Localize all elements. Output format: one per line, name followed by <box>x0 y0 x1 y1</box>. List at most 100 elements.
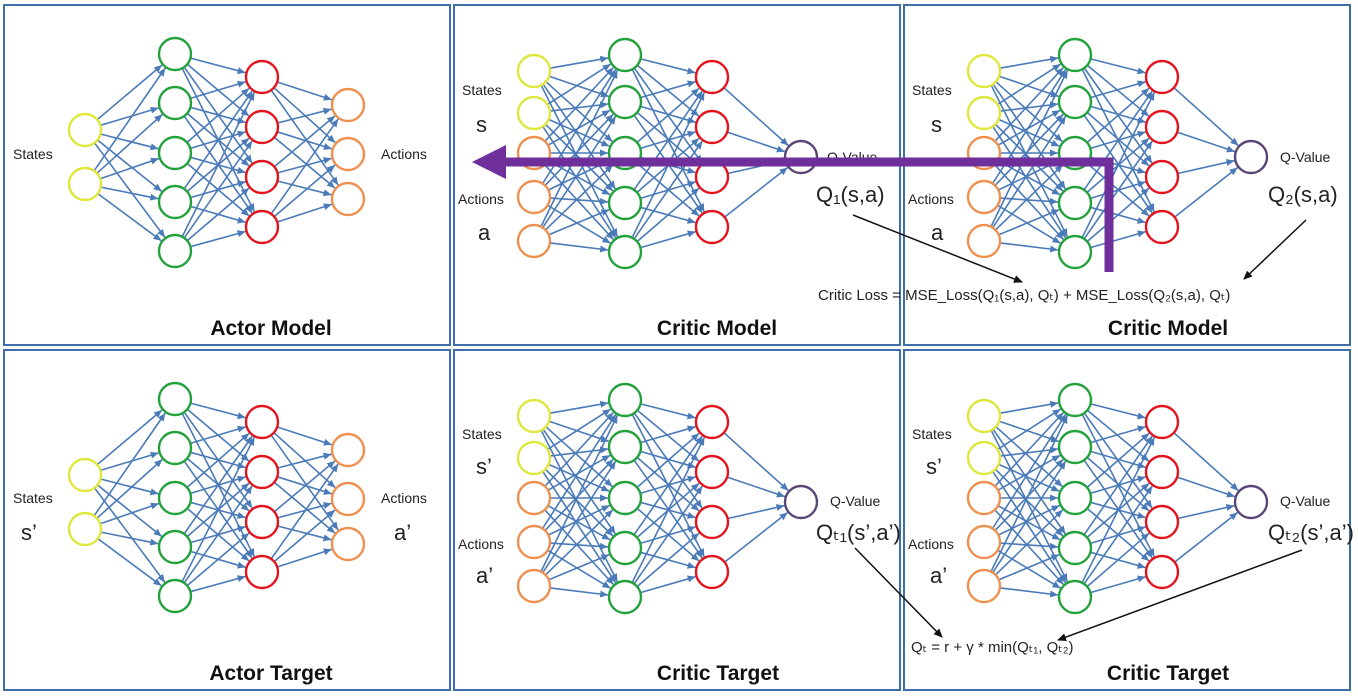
output-label: Actions <box>381 146 427 162</box>
network-edge <box>726 476 786 498</box>
state-node <box>966 95 1002 131</box>
network-edge <box>544 411 614 487</box>
network-edge <box>636 409 700 462</box>
network-edge <box>998 208 1060 236</box>
network-edge <box>548 420 610 443</box>
network-edge <box>547 549 611 589</box>
network-nodes <box>966 37 1269 270</box>
hidden-node <box>1144 454 1180 490</box>
network-edges <box>93 402 339 593</box>
state-node <box>67 166 103 202</box>
hidden-node <box>244 109 280 145</box>
action-node <box>516 480 552 516</box>
actions-symbol: a’ <box>476 563 493 588</box>
network-edge <box>990 69 1069 227</box>
action-node <box>330 432 366 468</box>
network-edge <box>100 106 159 127</box>
action-node <box>516 524 552 560</box>
network-edges <box>540 55 789 253</box>
network-edge <box>723 432 789 492</box>
states-label: States <box>912 82 952 98</box>
hidden-node <box>157 135 193 171</box>
hidden-node <box>607 234 643 270</box>
network-edge <box>992 428 1067 535</box>
network-edge <box>186 187 250 242</box>
network-edge <box>93 142 166 238</box>
hidden-node <box>1144 159 1180 195</box>
network-edge <box>1086 432 1150 489</box>
hidden-node <box>1057 37 1093 73</box>
network-edge <box>544 509 615 586</box>
network-edge <box>636 187 700 243</box>
network-edge <box>544 164 614 231</box>
input-label: States <box>13 490 53 506</box>
state-node <box>67 511 103 547</box>
action-node <box>516 223 552 259</box>
output-symbol: a’ <box>394 520 411 545</box>
network-edge <box>190 57 246 75</box>
actions-label: Actions <box>458 191 504 207</box>
pointer-arrow-qt1-to-target <box>854 547 943 638</box>
states-symbol: s’ <box>926 454 942 479</box>
network-edge <box>994 411 1064 487</box>
network-edge <box>273 164 336 218</box>
network-edge <box>999 101 1059 112</box>
states-symbol: s <box>931 112 942 137</box>
network-nodes <box>966 382 1269 615</box>
network-nodes <box>516 382 819 615</box>
panel-actor-target: Actor Target States s’ Actions a’ <box>3 349 451 691</box>
network-edge <box>997 204 1061 244</box>
hidden-node <box>1057 382 1093 418</box>
network-edge <box>1176 476 1236 498</box>
network-edge <box>547 63 612 106</box>
hidden-node <box>244 59 280 95</box>
q-value-symbol: Q₂(s,a) <box>1268 182 1338 207</box>
panel-critic-model-2: Critic Model States s Actions a Q-Value … <box>903 4 1351 346</box>
network-edge <box>273 115 336 168</box>
panel-title: Critic Target <box>1107 662 1229 685</box>
hidden-node <box>244 554 280 590</box>
network-edge <box>994 164 1065 241</box>
action-node <box>966 223 1002 259</box>
network-edge <box>96 64 163 121</box>
network-edge <box>995 81 1063 143</box>
hidden-node <box>157 529 193 565</box>
network-edge <box>270 463 339 560</box>
network-edge <box>997 408 1062 451</box>
states-symbol: s <box>476 112 487 137</box>
network-edge <box>636 87 700 144</box>
network-edge <box>277 452 332 469</box>
network-edge <box>96 458 163 519</box>
network-edge <box>544 164 615 241</box>
panel-title: Critic Target <box>657 662 779 685</box>
hidden-node <box>244 504 280 540</box>
q-value-label: Q-Value <box>1280 149 1331 165</box>
network-edge <box>1090 403 1146 420</box>
action-node <box>330 136 366 172</box>
network-edge <box>97 192 162 242</box>
hidden-node <box>1057 579 1093 615</box>
hidden-node <box>244 404 280 440</box>
network-edge <box>1083 485 1153 585</box>
hidden-node <box>1057 530 1093 566</box>
hidden-node <box>607 530 643 566</box>
network-edge <box>1086 409 1150 462</box>
hidden-node <box>607 382 643 418</box>
network-edge <box>549 101 609 112</box>
state-node <box>516 95 552 131</box>
network-edge <box>1086 187 1150 243</box>
network-edge <box>276 426 333 446</box>
input-label: States <box>13 146 53 162</box>
network-edge <box>1090 80 1146 99</box>
network-edge <box>1090 425 1146 444</box>
network-edge <box>99 157 160 180</box>
network-edge <box>276 203 333 223</box>
hidden-node <box>1144 404 1180 440</box>
network-edge <box>549 55 609 69</box>
network-edge <box>994 468 1064 537</box>
network-edge <box>190 575 246 593</box>
network-edge <box>992 470 1067 584</box>
hidden-node <box>157 578 193 614</box>
q-value-symbol: Qₜ₁(s’,a’) <box>816 520 901 545</box>
hidden-node <box>244 159 280 195</box>
